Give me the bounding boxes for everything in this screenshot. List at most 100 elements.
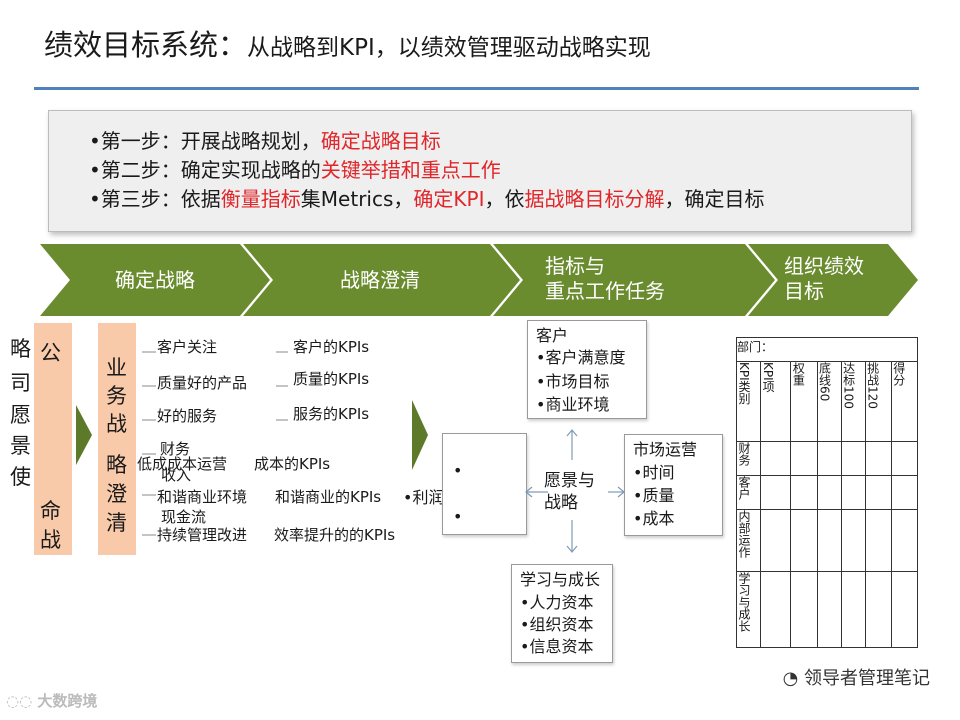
logo-mark-icon: ◌◌ <box>6 692 38 710</box>
title-sub: 从战略到KPI，以绩效管理驱动战略实现 <box>247 35 651 61</box>
chevron-4-line1: 组织绩效 <box>784 254 864 278</box>
center-bullet-1: • <box>453 461 463 480</box>
center-bullet-2: • <box>453 507 463 526</box>
wechat-icon: ◔ <box>782 668 804 689</box>
chevron-3-label: 指标与重点工作任务 <box>545 254 725 304</box>
customer-item-3: •商业环境 <box>536 395 610 414</box>
biz-char-5: 澄 <box>106 482 127 506</box>
page-title: 绩效目标系统：从战略到KPI，以绩效管理驱动战略实现 <box>44 22 651 64</box>
watermark-text: 领导者管理笔记 <box>804 668 930 689</box>
market-box: 市场运营 •时间 •质量 •成本 <box>624 434 723 536</box>
mission-char-top: 公 <box>40 341 61 365</box>
kpi-row-finance: 财务 <box>735 441 762 476</box>
label-improvement: 持续管理改进 <box>157 526 248 544</box>
kpi-header-reach-text: 达标 <box>841 362 856 386</box>
kpi-header-challenge-text: 挑战 <box>865 362 880 386</box>
left-char-3: 愿 <box>10 403 31 427</box>
kpi-row-customer-label: 客户 <box>737 476 751 500</box>
kpi-header-base-text: 底线 <box>817 362 832 386</box>
chevron-4-label: 组织绩效目标 <box>784 254 894 304</box>
chevron-3 <box>493 244 775 316</box>
step-2-part-1: •第二步：确定实现战略的 <box>89 158 321 182</box>
center-label: 愿景与战略 <box>544 470 595 514</box>
label-good-service: 好的服务 <box>157 407 218 425</box>
step-1: •第一步：开展战略规划，确定战略目标 <box>89 125 441 154</box>
left-char-5: 使 <box>10 465 31 489</box>
market-item-1: •时间 <box>633 463 675 482</box>
label-service-kpis: 服务的KPIs <box>293 405 370 423</box>
kpi-header-item: KPI项 <box>760 361 792 442</box>
market-item-3: •成本 <box>633 509 675 528</box>
label-quality-product: 质量好的产品 <box>157 374 248 392</box>
label-low-cost: 低成成本运营 <box>137 455 228 473</box>
kpi-value-120: 120 <box>865 386 880 409</box>
kpi-value-100: 100 <box>841 386 856 409</box>
kpi-row-learning-label: 学习与成长 <box>737 572 751 632</box>
step-3-part-2: 衡量指标 <box>220 187 301 211</box>
mission-bar <box>34 323 72 555</box>
chevron-3-line2: 重点工作任务 <box>545 279 665 303</box>
kpi-header-score-text: 得分 <box>891 362 906 386</box>
learning-item-3: •信息资本 <box>520 637 594 656</box>
step-3-part-6: 据战略目标分解 <box>524 187 665 211</box>
step-3-part-1: •第三步：依据 <box>89 187 221 211</box>
left-char-4: 景 <box>10 434 31 458</box>
label-cost-kpis: 成本的KPIs <box>254 455 331 473</box>
chevron-4-line2: 目标 <box>784 279 824 303</box>
customer-title: 客户 <box>536 326 569 345</box>
center-label-line1: 愿景与 <box>544 471 595 491</box>
chevron-4 <box>748 244 918 316</box>
chevron-3-line1: 指标与 <box>545 254 605 278</box>
chevron-1-label: 确定战略 <box>115 268 195 292</box>
step-3-part-5: ，依 <box>484 187 525 211</box>
step-3-part-7: ，确定目标 <box>664 187 765 211</box>
label-customer-kpis: 客户的KPIs <box>293 338 370 356</box>
customer-item-2: •市场目标 <box>536 372 610 391</box>
left-char-2: 司 <box>10 371 31 395</box>
brand-logo: ◌◌ 大数跨境 <box>6 690 97 711</box>
left-char-1: 略 <box>10 337 31 361</box>
chevron-2 <box>243 244 520 316</box>
kpi-row-learning: 学习与成长 <box>735 571 762 648</box>
title-main: 绩效目标系统： <box>44 28 248 62</box>
kpi-header-score: 得分 <box>890 361 919 442</box>
watermark: ◔ 领导者管理笔记 <box>783 664 930 690</box>
label-harmony-kpis: 和谐商业的KPIs <box>275 488 382 506</box>
kpi-row-finance-label: 财务 <box>737 442 751 466</box>
customer-item-1: •客户满意度 <box>536 348 626 367</box>
kpi-header-weight: 权重 <box>790 361 818 442</box>
biz-char-4: 略 <box>106 453 127 477</box>
label-quality-kpis: 质量的KPIs <box>293 370 370 388</box>
process-chevrons <box>40 244 918 316</box>
step-1-part-2: 确定战略目标 <box>320 129 441 153</box>
mission-char-2: 战 <box>40 528 61 552</box>
chevron-1 <box>40 244 270 316</box>
kpi-dept-cell: 部门： <box>736 337 918 362</box>
learning-title: 学习与成长 <box>520 570 601 589</box>
kpi-dept-label: 部门： <box>737 340 774 354</box>
chevron-2-label: 战略澄清 <box>340 268 420 292</box>
logo-text: 大数跨境 <box>37 692 98 710</box>
kpi-header-category: KPI类别 <box>735 361 762 442</box>
arrow-right-icon-2 <box>412 400 428 470</box>
center-bullets-box: • • <box>442 433 527 535</box>
kpi-row-customer: 客户 <box>735 475 762 510</box>
biz-char-3: 战 <box>106 412 127 436</box>
customer-box: 客户 •客户满意度 •市场目标 •商业环境 <box>527 320 647 419</box>
learning-box: 学习与成长 •人力资本 •组织资本 •信息资本 <box>511 564 613 663</box>
label-customer-focus: 客户关注 <box>157 338 218 356</box>
step-3-part-3: 集Metrics， <box>300 187 414 211</box>
kpi-row-internal: 内部运作 <box>735 509 762 572</box>
kpi-value-60: 60 <box>817 386 832 402</box>
mission-char-1: 命 <box>40 499 61 523</box>
label-harmony: 和谐商业环境 <box>157 488 248 506</box>
biz-char-2: 务 <box>106 384 127 408</box>
learning-item-2: •组织资本 <box>520 615 594 634</box>
label-profit: •利润 <box>403 488 445 507</box>
kpi-header-category-text: KPI类别 <box>737 362 751 405</box>
market-title: 市场运营 <box>633 440 698 459</box>
